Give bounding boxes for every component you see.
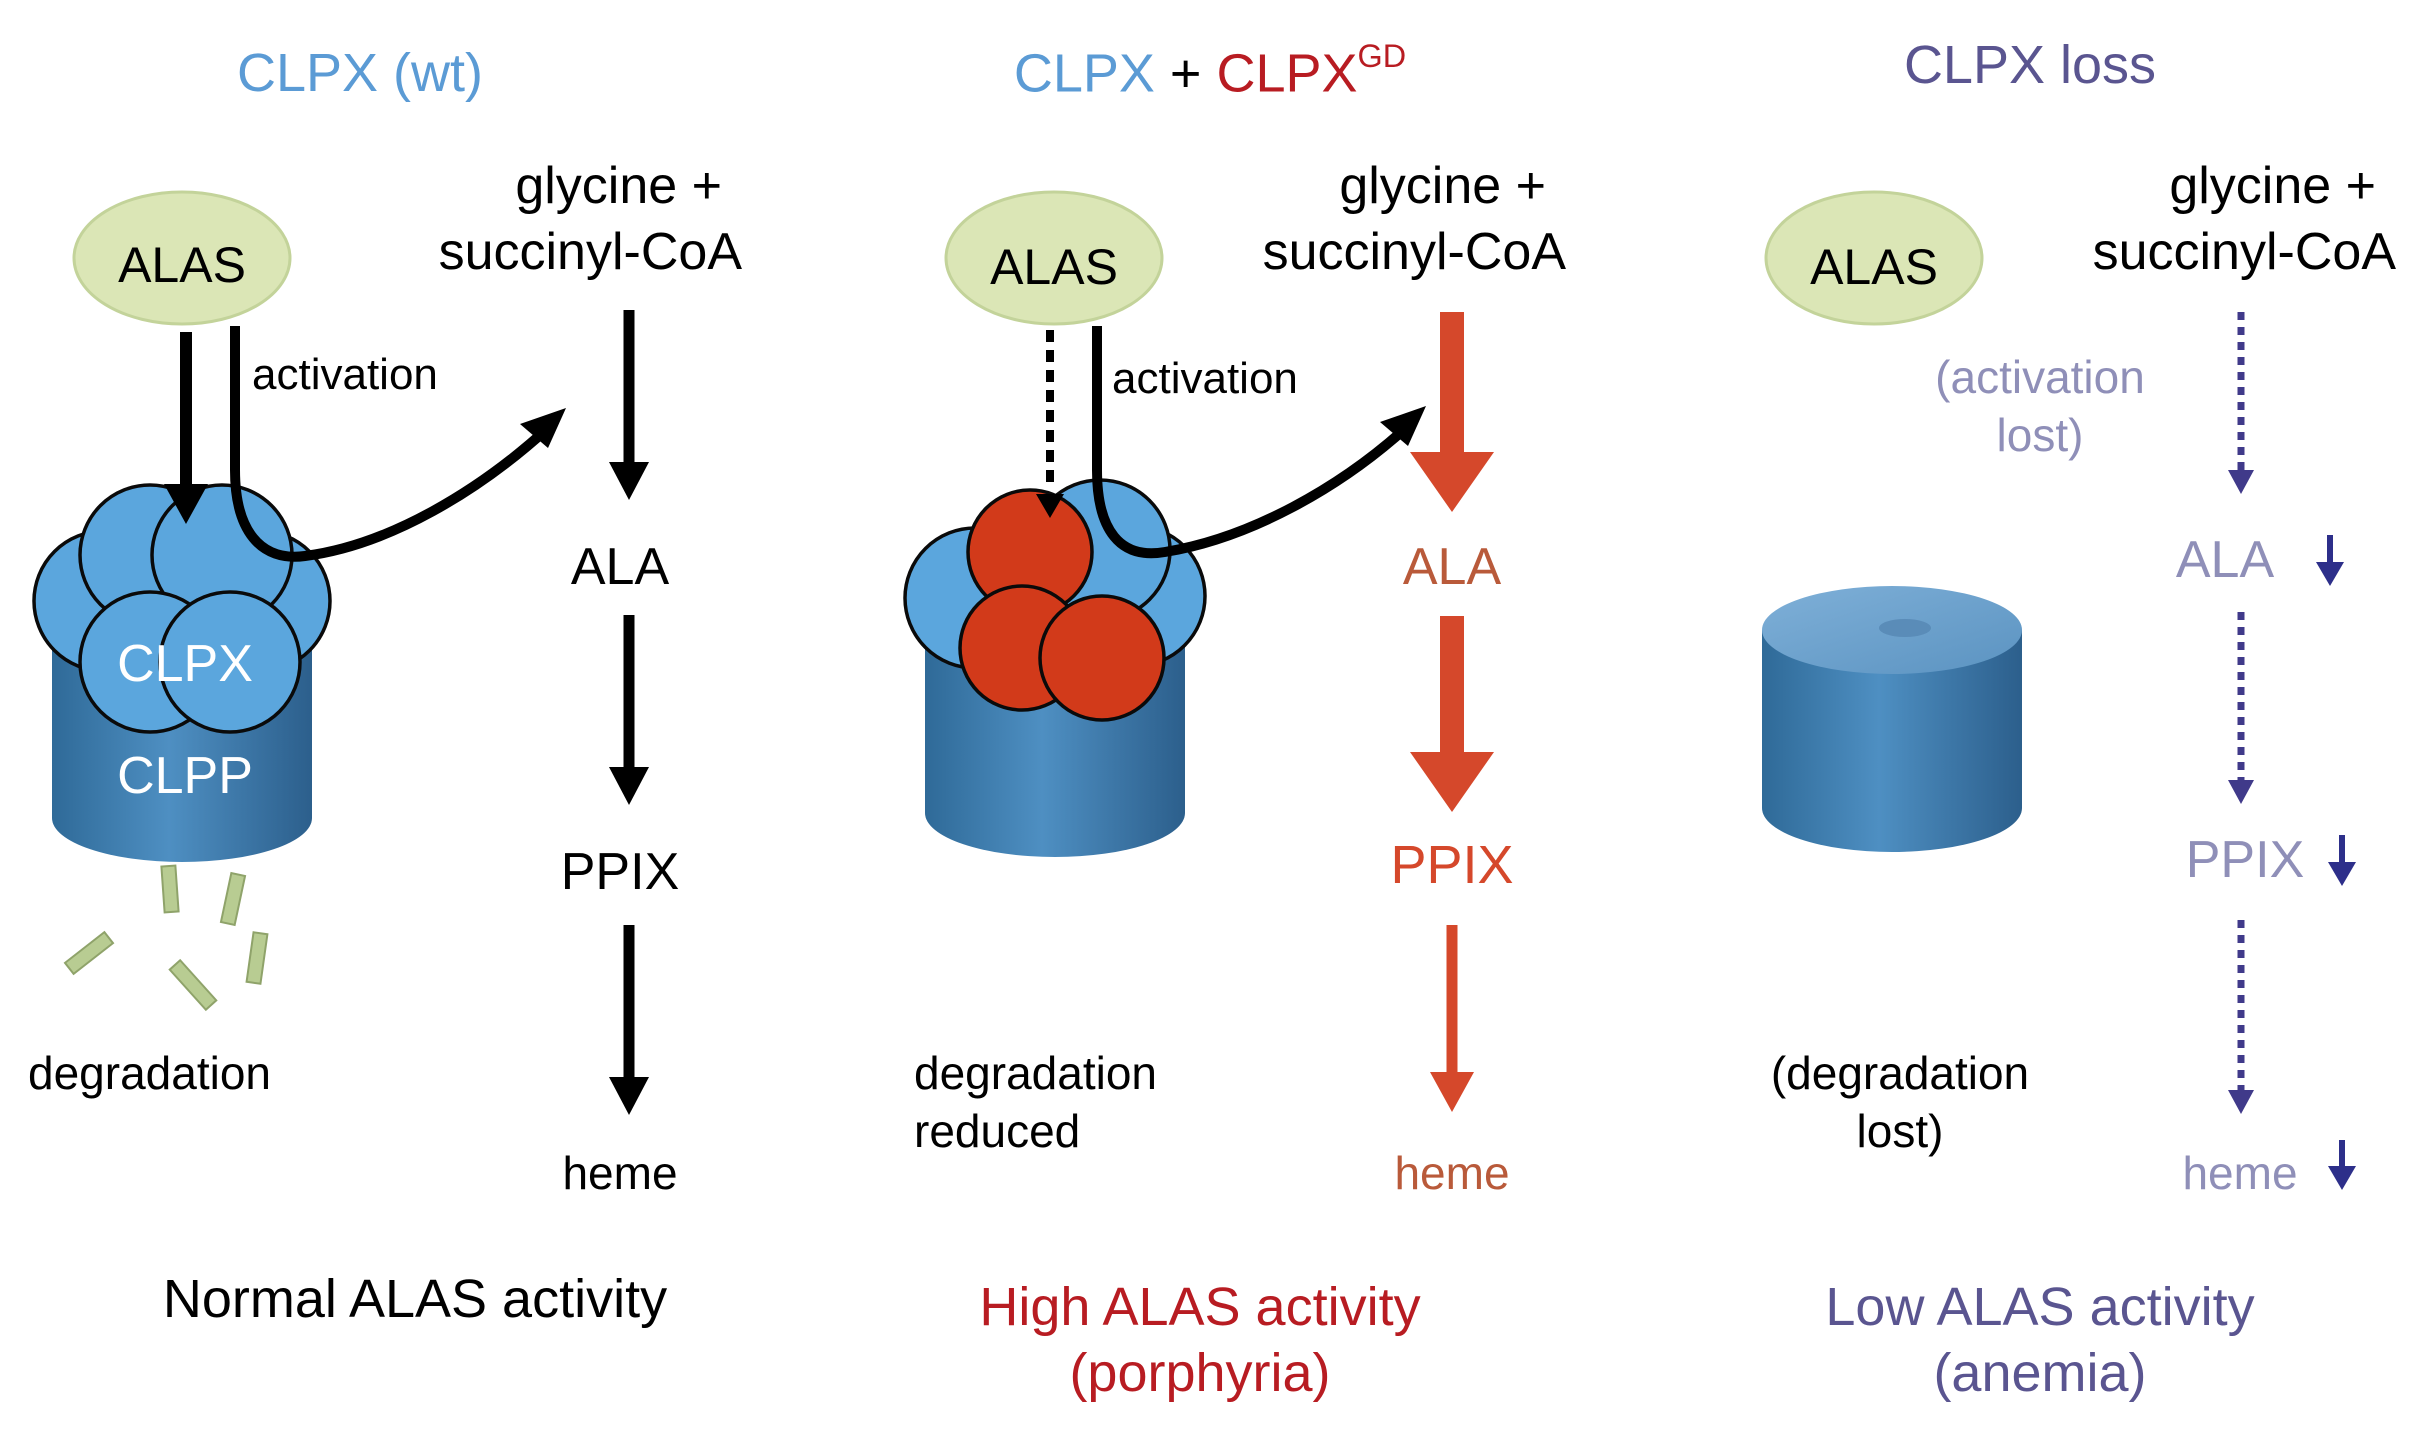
pathway-arrows-gd xyxy=(1410,312,1494,1112)
substrate-line1-gd: glycine + xyxy=(1339,157,1546,215)
outcome-line1-gd: High ALAS activity xyxy=(979,1277,1421,1337)
panel-gd-graphics xyxy=(903,190,1494,1112)
outcome-line1-loss: Low ALAS activity xyxy=(1825,1277,2255,1337)
degraded-fragments xyxy=(63,864,269,1012)
clpx-mixed-hexamer-gd xyxy=(903,478,1207,722)
activation-lost-line2: lost) xyxy=(1996,409,2084,461)
ala-label-gd: ALA xyxy=(1402,538,1502,596)
degradation-label-gd: degradation xyxy=(914,1047,1157,1099)
panel-gd-header: CLPX + CLPXGD xyxy=(900,38,1520,104)
activation-arrow-wt xyxy=(230,326,566,562)
pathway-arrows-wt xyxy=(609,310,649,1115)
substrate-line1-loss: glycine + xyxy=(2169,157,2376,215)
panel-loss-graphics xyxy=(1762,190,2356,1190)
pathway-dashed-arrows-loss xyxy=(2228,312,2254,1114)
heme-label-gd: heme xyxy=(1394,1147,1510,1199)
clpx-hexamer-wt xyxy=(32,483,332,734)
heme-label-wt: heme xyxy=(562,1147,678,1199)
ala-label-wt: ALA xyxy=(570,538,670,596)
header-gd-superscript: GD xyxy=(1357,38,1407,74)
header-clpx-wt: CLPX xyxy=(1013,43,1155,104)
degradation-reduced-label-gd: reduced xyxy=(914,1105,1081,1157)
outcome-label-wt: Normal ALAS activity xyxy=(162,1269,668,1329)
substrate-line1-wt: glycine + xyxy=(515,157,722,215)
activation-label-gd: activation xyxy=(1112,354,1298,403)
ppix-label-loss: PPIX xyxy=(2185,831,2305,889)
decrease-arrows-loss xyxy=(2316,535,2356,1190)
alas-ellipse-wt xyxy=(72,190,292,326)
degradation-lost-line2: lost) xyxy=(1856,1105,1944,1157)
ala-label-loss: ALA xyxy=(2175,531,2275,589)
alas-to-clpx-arrow-wt xyxy=(164,332,208,524)
activation-lost-line1: (activation xyxy=(1935,351,2145,403)
heme-label-loss: heme xyxy=(2182,1147,2298,1199)
activation-label-wt: activation xyxy=(252,350,438,399)
alas-ellipse-gd xyxy=(944,190,1164,326)
alas-label-gd: ALAS xyxy=(990,239,1118,295)
substrate-line2-gd: succinyl-CoA xyxy=(1262,223,1566,281)
header-plus: + xyxy=(1154,43,1217,104)
clpp-label-wt: CLPP xyxy=(117,747,253,805)
panel-wt-graphics xyxy=(32,190,649,1115)
clpp-cylinder-loss xyxy=(1762,586,2022,852)
clpx-label-wt: CLPX xyxy=(117,635,253,693)
panel-wt-header: CLPX (wt) xyxy=(236,43,484,103)
degradation-lost-line1: (degradation xyxy=(1770,1047,2030,1099)
panel-loss-header: CLPX loss xyxy=(1903,35,2157,95)
outcome-line2-gd: (porphyria) xyxy=(1069,1343,1331,1403)
degradation-label-wt: degradation xyxy=(28,1047,271,1099)
alas-ellipse-loss xyxy=(1764,190,1984,326)
ppix-label-wt: PPIX xyxy=(560,843,680,901)
outcome-line2-loss: (anemia) xyxy=(1933,1343,2147,1403)
alas-to-clpx-dashed-arrow-gd xyxy=(1036,330,1064,518)
alas-label-loss: ALAS xyxy=(1810,239,1938,295)
activation-arrow-gd xyxy=(1092,326,1426,559)
substrate-line2-wt: succinyl-CoA xyxy=(438,223,742,281)
header-clpx-gd: CLPX xyxy=(1216,43,1358,104)
alas-label-wt: ALAS xyxy=(118,237,246,293)
substrate-line2-loss: succinyl-CoA xyxy=(2092,223,2396,281)
ppix-label-gd: PPIX xyxy=(1390,835,1514,895)
